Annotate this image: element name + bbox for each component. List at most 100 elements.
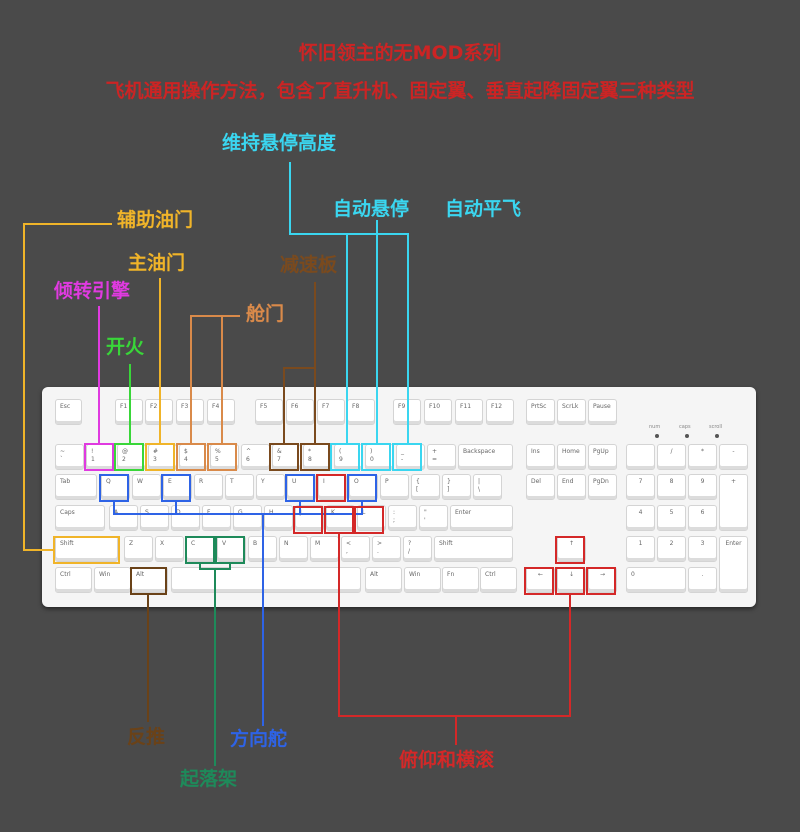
label-auto-level: 自动平飞 bbox=[445, 198, 522, 220]
key-pgup[interactable]: PgUp bbox=[588, 444, 617, 470]
key-row4-9[interactable]: ? / bbox=[403, 536, 432, 562]
key-num-9[interactable]: 9 bbox=[688, 474, 717, 500]
key-up[interactable]: ↑ bbox=[557, 536, 586, 562]
key-z[interactable]: Z bbox=[124, 536, 153, 562]
key-row3-9[interactable]: : ; bbox=[388, 505, 417, 531]
key-num-5[interactable]: 5 bbox=[657, 505, 686, 531]
key-row2-10[interactable]: { [ bbox=[411, 474, 440, 500]
key-prtsc[interactable]: PrtSc bbox=[526, 399, 555, 425]
key-esc[interactable]: Esc bbox=[55, 399, 82, 425]
highlight-down-key bbox=[555, 567, 585, 595]
key-num-plus[interactable]: + bbox=[719, 474, 748, 531]
key-rshift[interactable]: Shift bbox=[434, 536, 513, 562]
highlight-k-key bbox=[324, 506, 354, 534]
key-bottom-6[interactable]: Ctrl bbox=[480, 567, 517, 593]
key-num1-3[interactable]: - bbox=[719, 444, 748, 470]
key-n[interactable]: N bbox=[279, 536, 308, 562]
key-l[interactable]: L bbox=[357, 505, 386, 531]
highlight-e-key bbox=[161, 474, 191, 502]
key-h[interactable]: H bbox=[264, 505, 293, 531]
key-w[interactable]: W bbox=[132, 474, 161, 500]
key-s[interactable]: S bbox=[140, 505, 169, 531]
key-right[interactable]: → bbox=[588, 567, 617, 593]
key-f6[interactable]: F6 bbox=[286, 399, 314, 425]
key-lshift[interactable]: Shift bbox=[55, 536, 118, 562]
key-f11[interactable]: F11 bbox=[455, 399, 483, 425]
key-row1-6[interactable]: ^ 6 bbox=[241, 444, 270, 470]
key-ins[interactable]: Ins bbox=[526, 444, 555, 470]
key-caps[interactable]: Caps bbox=[55, 505, 105, 531]
key-f10[interactable]: F10 bbox=[424, 399, 452, 425]
highlight-8-key bbox=[300, 443, 330, 471]
key-del[interactable]: Del bbox=[526, 474, 555, 500]
key-pause[interactable]: Pause bbox=[588, 399, 617, 425]
key-num-6[interactable]: 6 bbox=[688, 505, 717, 531]
key-k[interactable]: K bbox=[326, 505, 355, 531]
key-bottom-5[interactable]: Fn bbox=[442, 567, 479, 593]
key-end[interactable]: End bbox=[557, 474, 586, 500]
label-cabin-door: 舱门 bbox=[246, 303, 285, 325]
key-r[interactable]: R bbox=[194, 474, 223, 500]
key-pgdn[interactable]: PgDn bbox=[588, 474, 617, 500]
key-left[interactable]: ← bbox=[526, 567, 555, 593]
key-bottom-4[interactable]: Win bbox=[404, 567, 441, 593]
highlight-7-key bbox=[269, 443, 299, 471]
key-g[interactable]: G bbox=[233, 505, 262, 531]
key-row3-10[interactable]: " ' bbox=[419, 505, 448, 531]
key-num-0[interactable]: 0 bbox=[626, 567, 686, 593]
led-indicator bbox=[655, 434, 659, 438]
key-f5[interactable]: F5 bbox=[255, 399, 283, 425]
highlight-q-key bbox=[99, 474, 129, 502]
key-o[interactable]: O bbox=[349, 474, 378, 500]
key-down[interactable]: ↓ bbox=[557, 567, 586, 593]
key-num-4[interactable]: 4 bbox=[626, 505, 655, 531]
key-f12[interactable]: F12 bbox=[486, 399, 514, 425]
highlight-u-key bbox=[285, 474, 315, 502]
highlight-3-key bbox=[145, 443, 175, 471]
key-num-3[interactable]: 3 bbox=[688, 536, 717, 562]
key-num1-1[interactable]: / bbox=[657, 444, 686, 470]
key-row2-12[interactable]: | \ bbox=[473, 474, 502, 500]
key-num-7[interactable]: 7 bbox=[626, 474, 655, 500]
highlight-2-key bbox=[114, 443, 144, 471]
key-m[interactable]: M bbox=[310, 536, 339, 562]
label-tilt-engine: 倾转引擎 bbox=[54, 280, 131, 302]
key-num-1[interactable]: 1 bbox=[626, 536, 655, 562]
key-backspace[interactable]: Backspace bbox=[458, 444, 513, 470]
key-f8[interactable]: F8 bbox=[347, 399, 375, 425]
highlight-5-key bbox=[207, 443, 237, 471]
key-num1-0[interactable] bbox=[626, 444, 655, 470]
key-i[interactable]: I bbox=[318, 474, 347, 500]
key-f[interactable]: F bbox=[202, 505, 231, 531]
key-num-dot[interactable]: . bbox=[688, 567, 717, 593]
page-subtitle: 飞机通用操作方法，包含了直升机、固定翼、垂直起降固定翼三种类型 bbox=[105, 80, 695, 102]
key-num-2[interactable]: 2 bbox=[657, 536, 686, 562]
key-row1-12[interactable]: + = bbox=[427, 444, 456, 470]
highlight-right-key bbox=[586, 567, 616, 595]
label-rudder: 方向舵 bbox=[230, 728, 288, 750]
key-q[interactable]: Q bbox=[101, 474, 130, 500]
key-t[interactable]: T bbox=[225, 474, 254, 500]
key-row4-7[interactable]: < , bbox=[341, 536, 370, 562]
key-tab[interactable]: Tab bbox=[55, 474, 97, 500]
highlight-left-key bbox=[524, 567, 554, 595]
key-home[interactable]: Home bbox=[557, 444, 586, 470]
key-enter[interactable]: Enter bbox=[450, 505, 513, 531]
key-row2-11[interactable]: } ] bbox=[442, 474, 471, 500]
key-num-enter[interactable]: Enter bbox=[719, 536, 748, 593]
key-bottom-3[interactable]: Alt bbox=[365, 567, 402, 593]
key-row1-0[interactable]: ~ ` bbox=[55, 444, 84, 470]
key-scrlk[interactable]: ScrLk bbox=[557, 399, 586, 425]
key-num1-2[interactable]: * bbox=[688, 444, 717, 470]
key-x[interactable]: X bbox=[155, 536, 184, 562]
key-y[interactable]: Y bbox=[256, 474, 285, 500]
key-num-8[interactable]: 8 bbox=[657, 474, 686, 500]
label-airbrake: 减速板 bbox=[280, 254, 338, 276]
key-space[interactable] bbox=[171, 567, 361, 593]
highlight-l-key bbox=[354, 506, 384, 534]
key-f7[interactable]: F7 bbox=[317, 399, 345, 425]
key-row4-8[interactable]: > . bbox=[372, 536, 401, 562]
key-bottom-0[interactable]: Ctrl bbox=[55, 567, 92, 593]
key-v[interactable]: V bbox=[217, 536, 246, 562]
key-p[interactable]: P bbox=[380, 474, 409, 500]
